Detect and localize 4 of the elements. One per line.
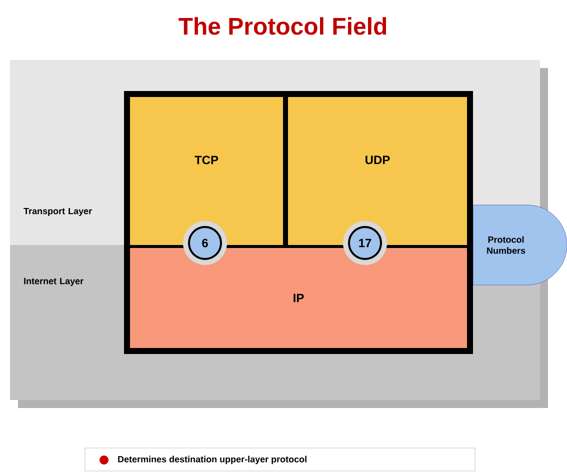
title: The Protocol Field <box>178 17 386 35</box>
protocol-tab: Protocol Numbers <box>472 204 567 286</box>
protocol-box: IP <box>130 248 467 348</box>
note-box: Determines destination upper-layer protocol <box>84 448 476 472</box>
